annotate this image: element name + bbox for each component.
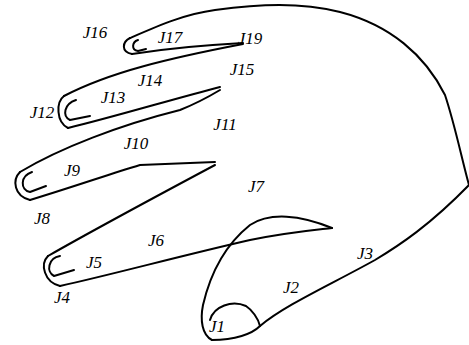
- joint-label: J4: [54, 289, 70, 306]
- joint-label: J19: [238, 30, 263, 47]
- joint-label: J11: [213, 116, 236, 133]
- middle-nail: [23, 172, 46, 192]
- joint-label: J17: [158, 29, 183, 46]
- pinky-tip: [124, 38, 132, 54]
- middle-lower: [30, 162, 215, 200]
- joint-label: J8: [34, 210, 50, 227]
- ring-tip: [58, 96, 68, 128]
- index-upper: [48, 165, 215, 256]
- ring-lower: [68, 87, 220, 128]
- pinky-lower: [132, 43, 243, 54]
- joint-label: J16: [83, 24, 108, 41]
- joint-label: J14: [138, 72, 163, 89]
- thumb-lower: [212, 185, 469, 340]
- joint-label: J13: [101, 89, 126, 106]
- pinky-nail: [133, 40, 146, 51]
- joint-label: J10: [124, 135, 149, 152]
- index-lower: [60, 228, 332, 286]
- joint-label: J6: [148, 232, 164, 249]
- joint-label: J1: [209, 318, 225, 335]
- joint-label: J12: [30, 104, 55, 121]
- joint-label: J15: [230, 61, 255, 78]
- joint-label: J2: [283, 279, 299, 296]
- index-nail: [49, 256, 74, 276]
- joint-label: J7: [248, 178, 264, 195]
- ring-nail: [65, 100, 90, 120]
- joint-label: J3: [357, 245, 373, 262]
- joint-label: J9: [64, 162, 80, 179]
- joint-label: J5: [86, 254, 102, 271]
- hand-outline: [130, 5, 469, 185]
